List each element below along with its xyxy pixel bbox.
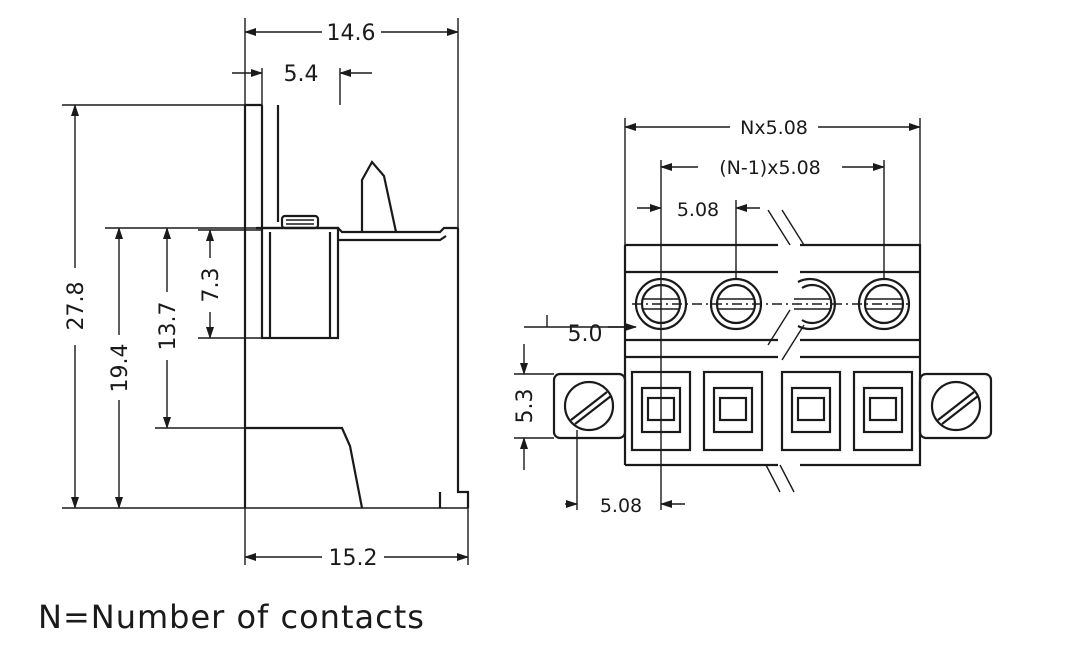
dim-height-19: 19.4 xyxy=(108,344,133,393)
dim-top-width: 14.6 xyxy=(327,21,376,46)
dim-inner-pitch: (N-1)x5.08 xyxy=(719,157,821,179)
dim-total-height: 27.8 xyxy=(64,282,89,331)
footnote: N=Number of contacts xyxy=(38,598,425,636)
dim-pitch-bottom: 5.08 xyxy=(600,495,642,517)
screw-head xyxy=(280,214,320,230)
connector-body xyxy=(623,243,922,467)
screw-housing xyxy=(260,226,340,340)
dim-bottom-width: 15.2 xyxy=(329,546,378,571)
left-flange xyxy=(552,372,627,440)
front-view: Nx5.08 (N-1)x5.08 5.08 5.0 5.3 5.08 xyxy=(513,117,993,517)
dim-height-13: 13.7 xyxy=(156,302,181,351)
dim-lever-width: 5.4 xyxy=(284,62,319,87)
dim-height-7: 7.3 xyxy=(199,268,224,303)
break-marks xyxy=(765,209,805,493)
housing-outline xyxy=(243,103,470,508)
lower-foot xyxy=(245,426,364,509)
side-view: 14.6 5.4 15.2 27.8 19.4 13.7 7.3 xyxy=(62,18,470,571)
dim-total-pitch: Nx5.08 xyxy=(740,117,808,139)
dim-pitch-top: 5.08 xyxy=(677,199,719,221)
top-plate xyxy=(256,226,458,242)
wire-entries xyxy=(630,370,914,452)
dim-flange-height: 5.3 xyxy=(513,389,538,424)
latch-lever xyxy=(360,160,398,233)
right-flange xyxy=(918,372,993,440)
dim-screw-offset: 5.0 xyxy=(568,322,603,347)
